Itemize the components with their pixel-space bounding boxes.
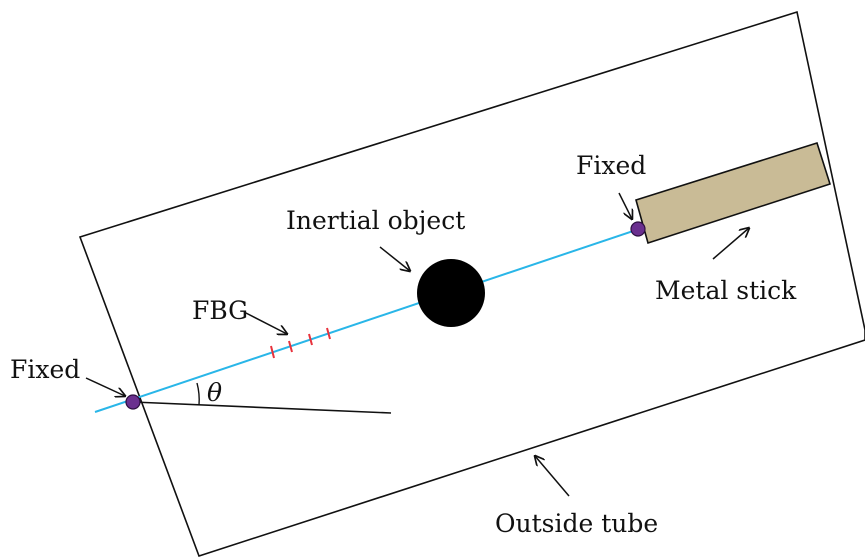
fixed-point-right — [630, 221, 646, 237]
fbg-grating — [270, 327, 331, 359]
label-metal-stick: Metal stick — [655, 276, 797, 305]
label-inertial-object: Inertial object — [286, 206, 465, 235]
angle-arc — [196, 382, 200, 406]
fbg-mark — [288, 340, 293, 353]
fbg-mark — [308, 333, 313, 346]
label-angle-theta: θ — [207, 378, 222, 407]
label-outside-tube: Outside tube — [495, 509, 658, 538]
metal-stick — [635, 141, 832, 245]
arrow-fbg — [243, 311, 287, 334]
label-fixed-right: Fixed — [576, 151, 646, 180]
fbg-mark — [326, 327, 331, 340]
arrow-fixed-right — [618, 192, 632, 219]
horizontal-reference-line — [132, 401, 392, 414]
arrow-inertial-object — [379, 246, 410, 271]
arrow-metal-stick — [712, 228, 749, 260]
outside-tube — [78, 10, 865, 557]
arrow-outside-tube — [535, 456, 570, 497]
fbg-mark — [270, 345, 275, 359]
optical-fiber — [94, 228, 640, 413]
arrow-fixed-left — [85, 377, 125, 396]
label-fbg: FBG — [192, 296, 248, 325]
label-fixed-left: Fixed — [10, 355, 80, 384]
fixed-point-left — [125, 394, 141, 410]
inertial-object — [417, 259, 485, 327]
